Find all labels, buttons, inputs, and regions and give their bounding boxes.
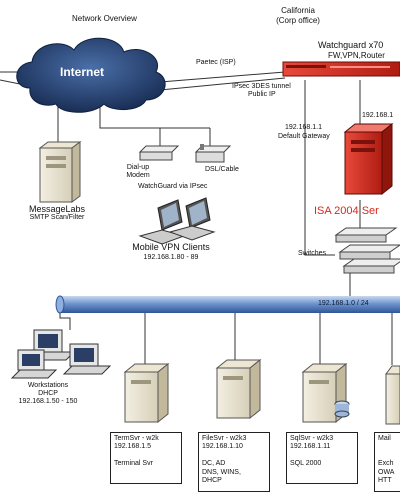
messagelabs-server-icon — [38, 141, 82, 203]
termsvr-line-4: Terminal Svr — [114, 460, 153, 468]
ipsec-tunnel-label: IPsec 3DES tunnel — [232, 83, 291, 90]
isp-label: Paetec (ISP) — [196, 59, 236, 66]
isa-server-icon — [343, 122, 394, 196]
mailsvr-line-2 — [378, 443, 397, 451]
mailsvr-line-1: Mail — [378, 435, 391, 442]
filesvr-server-icon — [215, 358, 262, 420]
switch-icon-3 — [342, 258, 400, 274]
internet-cloud — [16, 37, 166, 113]
sqlsvr-line-3 — [290, 452, 354, 460]
network-overview-title: Network Overview — [72, 14, 137, 23]
filesvr-line-2: 192.168.1.10 — [202, 443, 243, 451]
backbone-subnet-label: 192.168.1.0 / 24 — [318, 300, 369, 307]
mailsvr-line-5: OWA — [378, 468, 395, 476]
public-ip-label: Public IP — [248, 91, 276, 98]
mailsvr-line-3 — [378, 452, 397, 460]
switches-label: Switches — [298, 250, 327, 257]
firewall-to-switch-link — [304, 80, 335, 256]
sqlsvr-line-2: 192.168.1.11 — [290, 443, 331, 451]
filesvr-line-6: DHCP — [202, 476, 222, 484]
firewall-device — [282, 61, 400, 77]
default-gateway-label: Default Gateway — [278, 133, 330, 140]
termsvr-line-1: TermSvr - w2k — [114, 435, 159, 442]
dialup-label: Dial-up — [126, 164, 150, 171]
workstations-label: Workstations — [27, 382, 69, 389]
dsl-modem-icon — [194, 144, 232, 163]
switch-icon — [334, 227, 398, 243]
dsl-label: DSL/Cable — [205, 166, 239, 173]
mailsvr-info-box: Mail Exch OWA HTT — [374, 432, 400, 492]
database-icon — [334, 400, 350, 418]
lan-backbone — [55, 295, 400, 314]
internet-to-firewall-link — [159, 71, 286, 83]
site-name: California — [281, 6, 315, 15]
workstation-icon-3 — [10, 349, 58, 379]
internet-to-remote-link — [99, 100, 161, 148]
termsvr-line-3 — [114, 452, 178, 460]
filesvr-line-4: DC, AD — [202, 460, 226, 468]
termsvr-server-icon — [123, 362, 170, 424]
internet-label: Internet — [60, 65, 105, 79]
filesvr-line-3 — [202, 452, 266, 460]
workstations-range-label: 192.168.1.50 - 150 — [18, 398, 78, 405]
termsvr-line-2: 192.168.1.5 — [114, 443, 151, 451]
watchguard-ipsec-label: WatchGuard via IPsec — [138, 183, 208, 190]
firewall-inside-ip-label: 192.168.1 — [362, 112, 394, 119]
sqlsvr-line-1: SqlSvr - w2k3 — [290, 435, 334, 442]
mailsvr-line-6: HTT — [378, 476, 392, 484]
sqlsvr-info-box: SqlSvr - w2k3 192.168.1.11 SQL 2000 — [286, 432, 358, 484]
modem-label: Modem — [126, 172, 150, 179]
filesvr-info-box: FileSvr - w2k3 192.168.1.10 DC, AD DNS, … — [198, 432, 270, 492]
dialup-modem-icon — [138, 145, 180, 161]
mailsvr-line-4: Exch — [378, 460, 394, 468]
ipsec-tunnel-line — [159, 77, 286, 91]
sqlsvr-line-4: SQL 2000 — [290, 460, 322, 468]
gateway-ip-label: 192.168.1.1 — [285, 124, 322, 131]
site-subtitle: (Corp office) — [276, 16, 320, 25]
firewall-name: Watchguard x70 — [318, 40, 384, 50]
filesvr-line-1: FileSvr - w2k3 — [202, 435, 247, 442]
mobile-vpn-clients-label: Mobile VPN Clients — [132, 242, 210, 252]
laptop-icon-2 — [168, 197, 216, 241]
termsvr-info-box: TermSvr - w2k 192.168.1.5 Terminal Svr — [110, 432, 182, 484]
switch-icon-2 — [338, 244, 400, 260]
laptop-icon — [138, 199, 186, 245]
messagelabs-name: MessageLabs — [28, 204, 86, 214]
firewall-roles: FW,VPN,Router — [328, 51, 385, 60]
messagelabs-desc: SMTP Scan/Filter — [29, 214, 85, 221]
mobile-vpn-range-label: 192.168.1.80 - 89 — [143, 254, 199, 261]
workstations-dhcp-label: DHCP — [38, 390, 58, 397]
mailsvr-server-icon — [385, 365, 400, 425]
filesvr-line-5: DNS, WINS, — [202, 468, 241, 476]
workstation-icon-2 — [62, 343, 112, 375]
isa-server-label: ISA 2004 Ser — [314, 205, 379, 217]
left-offpage-link-2 — [0, 79, 21, 85]
